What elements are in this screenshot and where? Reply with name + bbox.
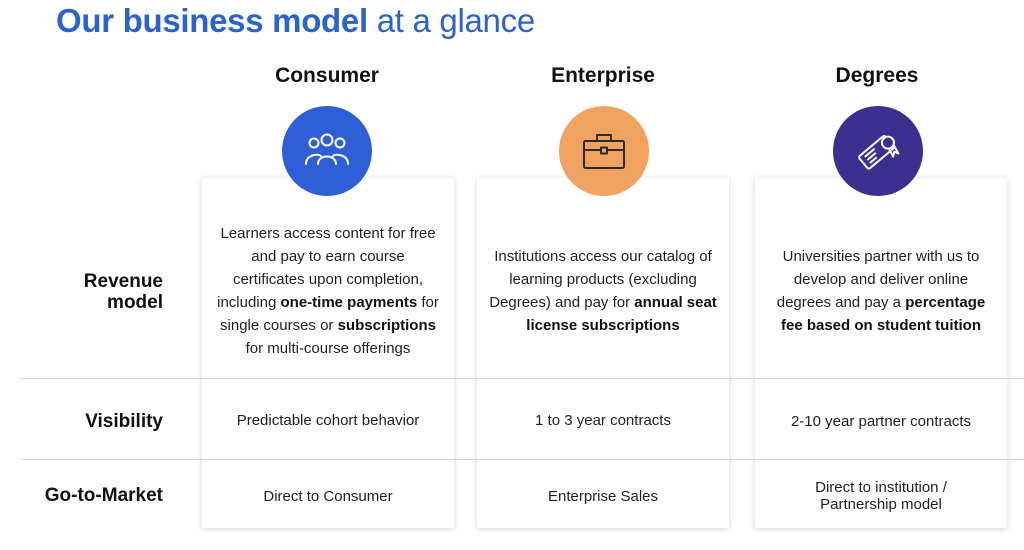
- enterprise-icon-circle: [559, 106, 649, 196]
- degrees-icon-circle: [833, 106, 923, 196]
- enterprise-revenue-text: Institutions access our catalog of learn…: [489, 248, 717, 334]
- row-divider: [20, 378, 1024, 379]
- consumer-go-to-market: Direct to Consumer: [263, 487, 393, 505]
- briefcase-icon: [583, 134, 625, 169]
- degrees-revenue-text: Universities partner with us to develop …: [776, 248, 986, 334]
- diploma-icon: [858, 135, 900, 170]
- degrees-card: [755, 178, 1007, 528]
- consumer-visibility: Predictable cohort behavior: [236, 411, 420, 429]
- consumer-card: [202, 178, 454, 528]
- column-header-enterprise: Enterprise: [551, 64, 655, 87]
- enterprise-go-to-market: Enterprise Sales: [547, 487, 659, 505]
- consumer-icon-circle: [282, 106, 372, 196]
- row-label-go-to-market: Go-to-Market: [44, 485, 163, 506]
- page-title: Our business model at a glance: [56, 2, 535, 39]
- enterprise-card: [477, 178, 729, 528]
- people-icon: [305, 133, 349, 165]
- row-label-revenue-model: Revenue model: [83, 271, 163, 313]
- degrees-go-to-market: Direct to institution /Partnership model: [815, 479, 947, 513]
- column-header-consumer: Consumer: [275, 64, 379, 87]
- enterprise-visibility: 1 to 3 year contracts: [535, 411, 671, 429]
- row-label-visibility: Visibility: [85, 411, 163, 432]
- degrees-visibility: 2-10 year partner contracts: [790, 412, 972, 430]
- column-header-degrees: Degrees: [835, 64, 919, 87]
- consumer-revenue-text: Learners access content for free and pay…: [217, 225, 439, 357]
- row-divider: [20, 459, 1024, 460]
